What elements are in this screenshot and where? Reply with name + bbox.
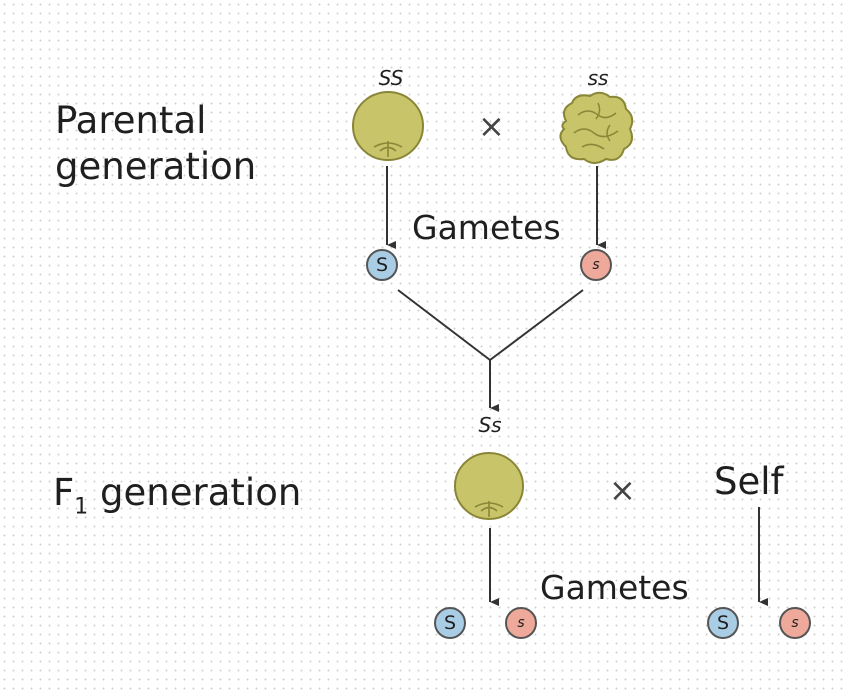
wrinkled-seed-icon [559, 91, 634, 164]
self-label: Self [714, 460, 784, 503]
genotype-round-parent: SS [378, 66, 404, 90]
parental-label-line1: Parental [55, 99, 207, 142]
parental-generation-label: Parental generation [55, 98, 256, 190]
f1-gamete-dominant-right: S [707, 607, 739, 639]
f1-cross-symbol: × [609, 471, 636, 509]
f1-gamete-recessive-left: s [505, 607, 537, 639]
parental-label-line2: generation [55, 145, 257, 188]
f1-label-suffix: generation [88, 471, 302, 514]
f1-gamete-dominant-left: S [434, 607, 466, 639]
f1-label-prefix: F [53, 471, 75, 514]
f1-label-subscript: 1 [74, 494, 89, 520]
parental-gamete-dominant: S [366, 249, 398, 281]
fertilization-line-left [397, 289, 491, 361]
f1-gametes-label: Gametes [540, 568, 689, 607]
fertilization-line-right [489, 289, 584, 361]
round-seed-icon [352, 91, 424, 161]
f1-generation-label: F1 generation [53, 470, 301, 530]
genotype-f1: Ss [478, 413, 502, 437]
f1-round-seed-icon [454, 452, 524, 520]
parental-gametes-label: Gametes [412, 208, 561, 247]
parental-gamete-recessive: s [580, 249, 612, 281]
f1-gamete-recessive-right: s [779, 607, 811, 639]
genotype-wrinkled-parent: ss [587, 66, 609, 90]
parental-cross-symbol: × [478, 107, 505, 145]
